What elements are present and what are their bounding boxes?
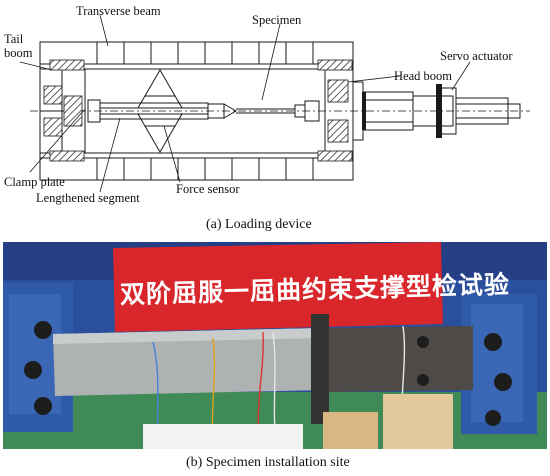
leader-lines — [19, 14, 471, 193]
label-transverse-beam: Transverse beam — [76, 4, 161, 18]
label-servo-actuator: Servo actuator — [440, 49, 513, 63]
red-banner — [113, 242, 443, 332]
label-force-sensor: Force sensor — [176, 182, 240, 196]
hatched-sections — [43, 79, 349, 143]
steel-casing — [53, 328, 325, 396]
force-sensor-shape — [137, 69, 183, 153]
top-stiffeners — [96, 42, 314, 64]
label-tail-boom: Tail boom — [4, 32, 33, 61]
caption-b: (b) Specimen installation site — [186, 455, 350, 470]
bolt-groups — [49, 59, 442, 162]
label-clamp-plate: Clamp plate — [4, 175, 65, 189]
bottom-stiffeners — [96, 158, 314, 180]
top-transverse-beam — [39, 41, 354, 70]
loading-device-drawing — [19, 14, 530, 193]
label-lengthened-segment: Lengthened segment — [36, 191, 140, 205]
specimen-installation-photo — [3, 242, 547, 449]
bottom-transverse-beam — [39, 152, 354, 181]
label-specimen: Specimen — [252, 13, 302, 27]
label-head-boom: Head boom — [394, 69, 452, 83]
caption-a: (a) Loading device — [206, 217, 312, 232]
